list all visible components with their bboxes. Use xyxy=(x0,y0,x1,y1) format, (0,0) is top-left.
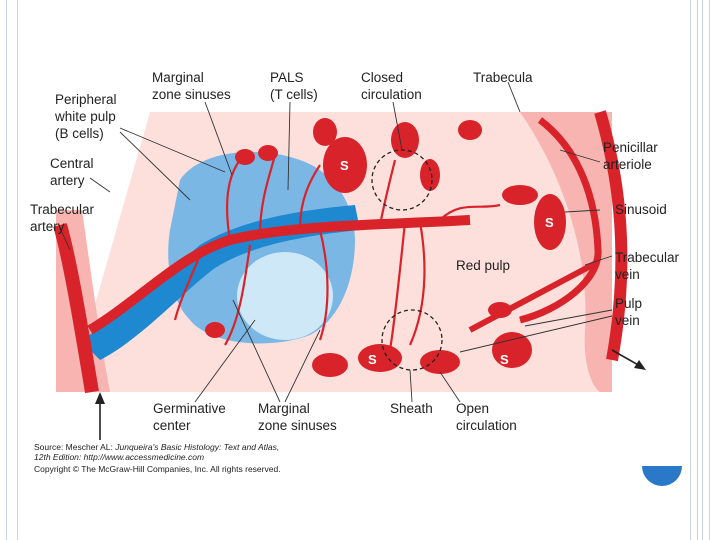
label-trabecula: Trabecula xyxy=(473,70,533,85)
svg-text:circulation: circulation xyxy=(456,418,517,433)
svg-text:Marginal: Marginal xyxy=(152,70,204,85)
label-sheath: Sheath xyxy=(390,401,433,416)
label-marginal-zone-sinuses-bottom: Marginal zone sinuses xyxy=(258,401,337,433)
svg-text:artery: artery xyxy=(30,219,65,234)
sinus-marker-3: S xyxy=(368,352,377,367)
capsule-band xyxy=(520,112,612,392)
label-pulp-vein: Pulp vein xyxy=(615,296,642,328)
svg-text:Trabecular: Trabecular xyxy=(615,250,680,265)
label-open-circulation: Open circulation xyxy=(456,401,517,433)
svg-text:PALS: PALS xyxy=(270,70,304,85)
label-central-artery: Central artery xyxy=(50,156,94,188)
arteriole-branches xyxy=(173,154,501,351)
pulp-vein xyxy=(468,259,600,333)
svg-text:12th Edition: http://www.acces: 12th Edition: http://www.accessmedicine.… xyxy=(34,452,204,462)
svg-text:vein: vein xyxy=(615,313,640,328)
label-penicillar-arteriole: Penicillar arteriole xyxy=(603,140,658,172)
sinusoids xyxy=(205,118,566,377)
label-trabecular-vein: Trabecular vein xyxy=(615,250,680,282)
svg-text:Open: Open xyxy=(456,401,489,416)
open-circulation-circle xyxy=(381,309,443,371)
sinus-marker-1: S xyxy=(340,158,349,173)
svg-text:(T cells): (T cells) xyxy=(270,87,318,102)
svg-text:vein: vein xyxy=(615,267,640,282)
outflow-arrowhead xyxy=(634,360,646,370)
germinative-center xyxy=(237,252,333,340)
svg-text:Peripheral: Peripheral xyxy=(55,92,117,107)
svg-text:Central: Central xyxy=(50,156,94,171)
svg-text:Copyright © The McGraw-Hill Co: Copyright © The McGraw-Hill Companies, I… xyxy=(34,464,281,474)
svg-text:artery: artery xyxy=(50,173,85,188)
sinus-marker-2: S xyxy=(545,215,554,230)
inflow-arrowhead xyxy=(95,392,105,404)
label-closed-circulation: Closed circulation xyxy=(361,70,422,102)
svg-text:circulation: circulation xyxy=(361,87,422,102)
trabecular-vein-vessel xyxy=(594,110,628,362)
svg-text:Penicillar: Penicillar xyxy=(603,140,658,155)
svg-text:Germinative: Germinative xyxy=(153,401,226,416)
svg-text:Marginal: Marginal xyxy=(258,401,310,416)
leader-lines xyxy=(59,81,613,403)
svg-text:Source: Mescher AL: Junqueira': Source: Mescher AL: Junqueira's Basic Hi… xyxy=(34,442,279,452)
svg-text:Closed: Closed xyxy=(361,70,403,85)
label-trabecular-artery: Trabecular artery xyxy=(30,202,95,234)
label-sinusoid: Sinusoid xyxy=(615,202,667,217)
label-peripheral-white-pulp: Peripheral white pulp (B cells) xyxy=(54,92,117,141)
svg-text:zone sinuses: zone sinuses xyxy=(152,87,231,102)
label-marginal-zone-sinuses-top: Marginal zone sinuses xyxy=(152,70,231,102)
svg-text:center: center xyxy=(153,418,191,433)
svg-text:Pulp: Pulp xyxy=(615,296,642,311)
svg-text:Trabecular: Trabecular xyxy=(30,202,95,217)
sinus-marker-4: S xyxy=(500,352,509,367)
outflow-arrow xyxy=(611,349,641,367)
svg-text:arteriole: arteriole xyxy=(603,157,652,172)
label-germinative-center: Germinative center xyxy=(153,401,226,433)
svg-text:white pulp: white pulp xyxy=(54,109,116,124)
svg-text:(B cells): (B cells) xyxy=(55,126,104,141)
pulp-vein-branch xyxy=(519,117,602,324)
slide-frame-left xyxy=(6,0,18,540)
slide-frame-right xyxy=(690,0,710,540)
label-pals: PALS (T cells) xyxy=(270,70,318,102)
pals-band xyxy=(80,205,360,360)
trabecular-artery-vessel xyxy=(53,223,99,394)
source-citation: Source: Mescher AL: Junqueira's Basic Hi… xyxy=(34,442,281,474)
svg-text:zone sinuses: zone sinuses xyxy=(258,418,337,433)
label-red-pulp: Red pulp xyxy=(456,258,510,273)
decorative-half-circle xyxy=(642,466,682,486)
